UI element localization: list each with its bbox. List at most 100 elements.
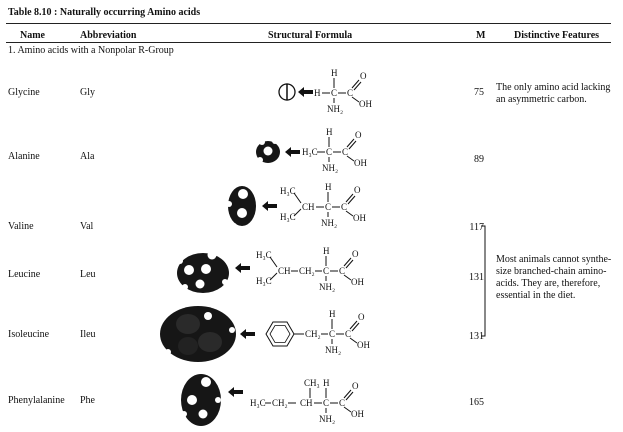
atom-c: C — [323, 266, 329, 276]
arrow-glycine — [298, 87, 313, 97]
arrow-phenylalanine — [228, 387, 243, 397]
benzene-ring — [265, 321, 295, 347]
atom-c: C — [325, 202, 331, 212]
row-name-valine: Valine — [8, 221, 34, 232]
atom-c: C — [329, 329, 335, 339]
hydroxyl: OH — [351, 409, 364, 419]
amino-group: NH₂ — [322, 163, 338, 173]
methine-group: CH — [302, 202, 315, 212]
methyl-group-bottom: H₃C — [280, 212, 296, 222]
arrow-valine — [262, 201, 277, 211]
top-rule — [6, 23, 611, 24]
methyl-group-top: H₃C — [280, 186, 296, 196]
atom-h-top: H — [325, 182, 332, 192]
atom-c-carboxyl: C — [341, 202, 347, 212]
group-feature-text: Most animals cannot synthe-size branched… — [496, 254, 612, 301]
row-mass-leucine: 131 — [469, 272, 484, 283]
row-mass-alanine: 89 — [474, 154, 484, 165]
row-abbr-isoleucine: Ileu — [80, 329, 96, 340]
row-abbr-valine: Val — [80, 221, 94, 232]
group-bracket — [481, 225, 486, 337]
atom-o: O — [360, 71, 367, 81]
atom-o: O — [355, 130, 362, 140]
row-name-alanine: Alanine — [8, 151, 40, 162]
space-model-isoleucine — [160, 306, 236, 362]
hydroxyl: OH — [359, 99, 372, 109]
atom-o: O — [352, 249, 359, 259]
methine-group: CH — [300, 398, 313, 408]
row-name-phenylalanine: Phenylalanine — [8, 395, 65, 406]
structure-isoleucine: CH₂ C H NH₂ C O OH — [160, 306, 370, 362]
methylene-group: CH₂ — [305, 329, 321, 339]
row-feature-glycine: The only amino acid lacking an asymmetri… — [496, 82, 611, 105]
atom-o: O — [352, 381, 359, 391]
section-heading: 1. Amino acids with a Nonpolar R-Group — [8, 45, 174, 56]
amino-group: NH₂ — [319, 282, 335, 292]
row-abbr-leucine: Leu — [80, 269, 96, 280]
row-abbr-glycine: Gly — [80, 87, 95, 98]
atom-c: C — [326, 147, 332, 157]
amino-group: NH₂ — [325, 345, 341, 355]
atom-c-carboxyl: C — [339, 398, 345, 408]
atom-o: O — [358, 312, 365, 322]
amino-group: NH₂ — [319, 414, 335, 424]
header-abbreviation: Abbreviation — [80, 30, 137, 41]
space-model-alanine — [256, 138, 280, 163]
row-name-glycine: Glycine — [8, 87, 40, 98]
atom-c-carboxyl: C — [342, 147, 348, 157]
atom-c: C — [331, 88, 337, 98]
arrow-isoleucine — [240, 329, 255, 339]
space-model-valine — [226, 179, 258, 229]
atom-h-top: H — [329, 309, 336, 319]
space-model-leucine — [177, 243, 229, 293]
arrow-alanine — [285, 147, 300, 157]
amino-group: NH₂ — [321, 218, 337, 228]
row-mass-isoleucine: 131 — [469, 331, 484, 342]
atom-h-top: H — [331, 68, 338, 78]
header-rule — [6, 42, 611, 43]
methyl-group: H₃C — [302, 147, 318, 157]
row-mass-phenylalanine: 165 — [469, 397, 484, 408]
structure-glycine: H C H NH₂ C O OH — [278, 68, 372, 114]
methyl-group: H₃C — [250, 398, 266, 408]
hydroxyl: OH — [354, 158, 367, 168]
structure-phenylalanine: CH₃ H₃C CH₂ CH C H NH₂ C O OH — [181, 369, 364, 427]
header-features: Distinctive Features — [514, 30, 600, 41]
atom-c-carboxyl: C — [339, 266, 345, 276]
methyl-group-top: CH₃ — [304, 378, 320, 388]
atom-h: H — [314, 88, 321, 98]
methyl-group-top: H₃C — [256, 250, 272, 260]
atom-h-top: H — [323, 378, 330, 388]
atom-c-carboxyl: C — [345, 329, 351, 339]
atom-h-top: H — [326, 127, 333, 137]
atom-c-carboxyl: C — [347, 88, 353, 98]
header-mass: M — [476, 30, 486, 41]
amino-group: NH₂ — [327, 104, 343, 114]
row-name-leucine: Leucine — [8, 269, 41, 280]
structure-alanine: H₃C C H NH₂ C O OH — [256, 127, 367, 173]
atom-c: C — [323, 398, 329, 408]
row-abbr-phenylalanine: Phe — [80, 395, 95, 406]
row-mass-glycine: 75 — [474, 87, 484, 98]
space-model-glycine — [278, 83, 296, 101]
methine-group: CH — [278, 266, 291, 276]
hydroxyl: OH — [351, 277, 364, 287]
methylene-group: CH₂ — [299, 266, 315, 276]
atom-h-top: H — [323, 246, 330, 256]
hydroxyl: OH — [357, 340, 370, 350]
header-name: Name — [20, 30, 45, 41]
hydroxyl: OH — [353, 213, 366, 223]
methylene-group: CH₂ — [272, 398, 288, 408]
space-model-phenylalanine — [181, 369, 221, 427]
row-name-isoleucine: Isoleucine — [8, 329, 50, 340]
table-title: Table 8.10 : Naturally occurring Amino a… — [8, 7, 201, 18]
structure-valine: H₃C H₃C CH C H NH₂ C O OH — [226, 179, 366, 229]
arrow-leucine — [235, 263, 250, 273]
atom-o: O — [354, 185, 361, 195]
methyl-group-bottom: H₃C — [256, 276, 272, 286]
header-formula: Structural Formula — [268, 30, 353, 41]
row-mass-valine: 117 — [469, 222, 484, 233]
row-abbr-alanine: Ala — [80, 151, 95, 162]
structure-leucine: H₃C H₃C CH CH₂ C H NH₂ C O OH — [177, 243, 364, 293]
